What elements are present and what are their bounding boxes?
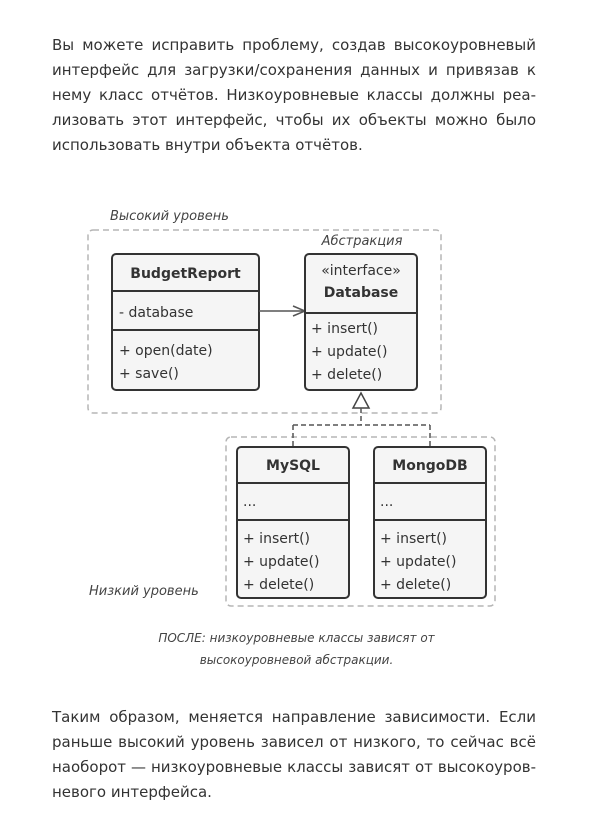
method: + delete() [380,577,451,593]
high-level-label: Высокий уровень [110,209,229,224]
method: + save() [119,366,179,382]
interface-database: «interface» Database + insert() + update… [304,253,418,391]
class-name: MySQL [266,458,320,474]
class-budget-report: BudgetReport - database + open(date) + s… [111,253,260,391]
text-line: наоборот — низкоуровневые классы зависят… [52,758,536,776]
method: + update() [380,554,456,570]
figure-caption: ПОСЛЕ: низкоуровневые классы зависят от … [0,627,593,671]
text-line: Таким образом, меняется направление зави… [52,708,536,726]
interface-stereotype: «interface» [321,263,401,279]
caption-line: ПОСЛЕ: низкоуровневые классы зависят от [158,631,435,645]
method: + insert() [380,531,447,547]
text-line: нему класс отчётов. Низкоуровневые класс… [52,86,536,104]
field: ... [243,494,256,510]
text-line: раньше высокий уровень зависел от низког… [52,733,536,751]
method: + update() [311,344,387,360]
method: + insert() [311,321,378,337]
high-level-region [87,229,442,414]
text-line: лизовать этот интерфейс, чтобы их объект… [52,111,536,129]
method: + delete() [311,367,382,383]
class-mysql: MySQL ... + insert() + update() + delete… [236,446,350,599]
realization-connector [292,391,431,447]
text-line: интерфейс для загрузки/сохранения данных… [52,61,536,79]
method: + delete() [243,577,314,593]
text-line: Вы можете исправить проблему, создав выс… [52,36,536,54]
method: + update() [243,554,319,570]
class-name: MongoDB [392,458,467,474]
class-mongodb: MongoDB ... + insert() + update() + dele… [373,446,487,599]
field: ... [380,494,393,510]
method: + insert() [243,531,310,547]
text-line: использовать внутри объекта отчётов. [52,136,363,154]
method: + open(date) [119,343,213,359]
low-level-label: Низкий уровень [89,584,199,599]
interface-name: Database [324,285,399,301]
conclusion-paragraph: Таким образом, меняется направление зави… [52,705,536,805]
caption-line: высокоуровневой абстракции. [199,653,394,667]
low-level-region [225,436,496,607]
abstraction-label: Абстракция [321,234,403,249]
intro-paragraph: Вы можете исправить проблему, создав выс… [52,33,536,158]
class-name: BudgetReport [130,266,241,282]
text-line: невого интерфейса. [52,783,212,801]
field: - database [119,305,193,321]
